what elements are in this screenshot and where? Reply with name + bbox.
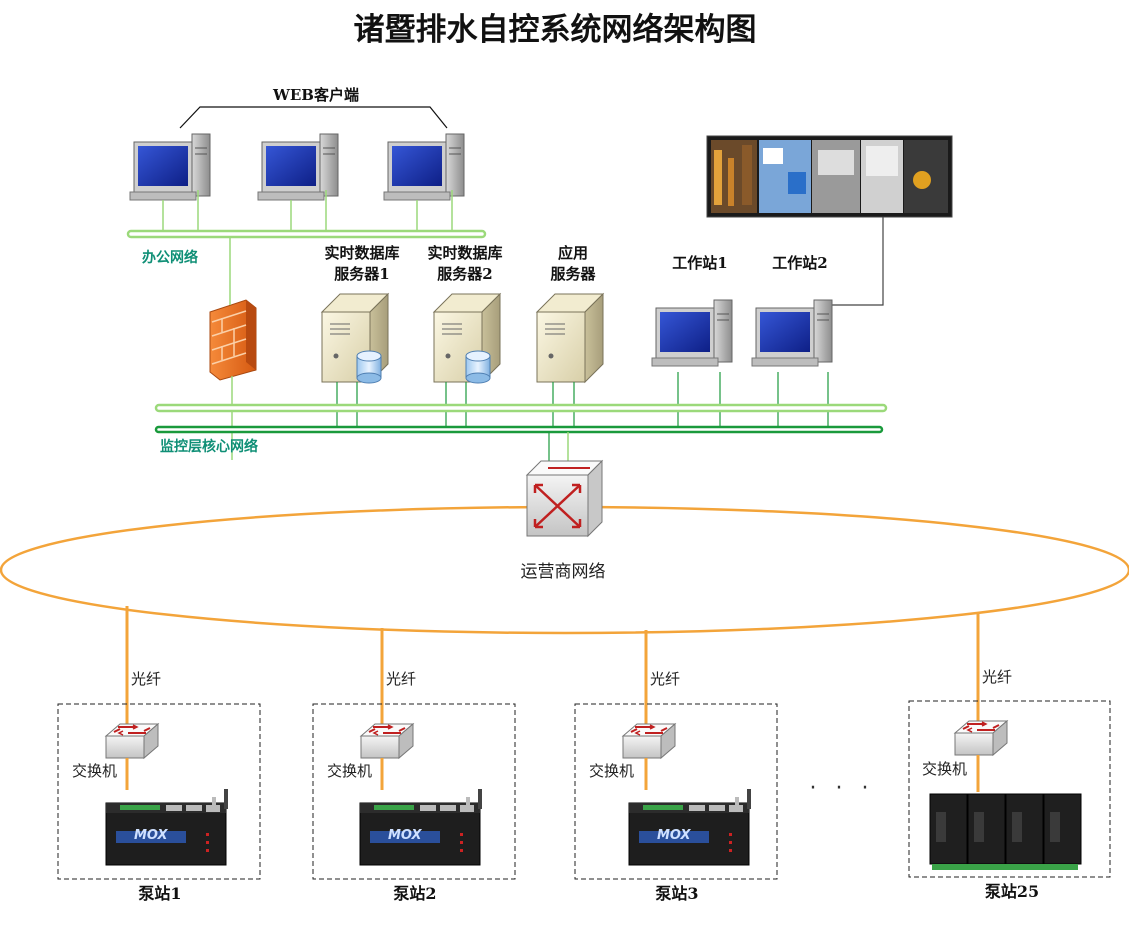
pump-station-1: 光纤 交换机 MOX 泵站1	[57, 606, 261, 903]
station-name: 泵站2	[392, 884, 436, 903]
switch-icon	[954, 720, 1008, 756]
fiber-label: 光纤	[386, 670, 416, 688]
pump-station-3: 光纤 交换机 MOX 泵站3	[574, 630, 778, 903]
workstation-1-label: 工作站1	[672, 254, 727, 272]
application-server	[536, 293, 604, 383]
workstation-computer-1	[651, 299, 733, 367]
web-clients-bracket	[179, 106, 448, 129]
mox-device	[359, 788, 483, 866]
station-name: 泵站3	[654, 884, 698, 903]
app-server-label-line2: 服务器	[550, 265, 596, 283]
switch-icon	[622, 723, 676, 759]
video-wall-display	[706, 135, 953, 218]
mox-device	[628, 788, 752, 866]
more-stations-ellipsis: · · ·	[810, 776, 875, 801]
switch-icon	[360, 723, 414, 759]
diagram-title: 诸暨排水自控系统网络架构图	[354, 12, 757, 48]
web-clients-label: WEB客户端	[272, 86, 359, 104]
workstation-computer-2	[751, 299, 833, 367]
core-router-icon	[525, 459, 604, 538]
mox-logo: MOX	[388, 828, 423, 843]
switch-label: 交换机	[589, 762, 634, 780]
core-network-bus-b	[154, 425, 884, 434]
database-icon-1	[356, 350, 382, 384]
app-server-label-line1: 应用	[558, 244, 588, 262]
switch-label: 交换机	[922, 760, 967, 778]
mox-logo: MOX	[134, 828, 169, 843]
mox-logo: MOX	[657, 828, 692, 843]
fiber-label: 光纤	[982, 668, 1012, 686]
server-1-label-line2: 服务器1	[334, 265, 389, 283]
database-icon-2	[465, 350, 491, 384]
core-network-label: 监控层核心网络	[160, 438, 258, 455]
office-network-bus	[126, 229, 487, 239]
station-name: 泵站25	[984, 882, 1039, 901]
fiber-label: 光纤	[131, 670, 161, 688]
server-2-label-line1: 实时数据库	[427, 244, 502, 262]
switch-icon	[105, 723, 159, 759]
switch-label: 交换机	[327, 762, 372, 780]
core-network-bus-a	[154, 403, 888, 413]
fiber-label: 光纤	[650, 670, 680, 688]
office-network-label: 办公网络	[142, 249, 198, 266]
station-name: 泵站1	[137, 884, 181, 903]
workstation-2-label: 工作站2	[772, 254, 827, 272]
server-2-label-line2: 服务器2	[437, 265, 492, 283]
server-1-label-line1: 实时数据库	[324, 244, 399, 262]
io-module-rack	[929, 793, 1082, 870]
mox-device	[105, 788, 229, 866]
pump-station-2: 光纤 交换机 MOX 泵站2	[312, 628, 516, 903]
firewall-icon	[209, 299, 257, 381]
carrier-network-label: 运营商网络	[521, 562, 606, 582]
pump-station-25: 光纤 交换机 泵站25	[908, 612, 1111, 901]
switch-label: 交换机	[72, 762, 117, 780]
